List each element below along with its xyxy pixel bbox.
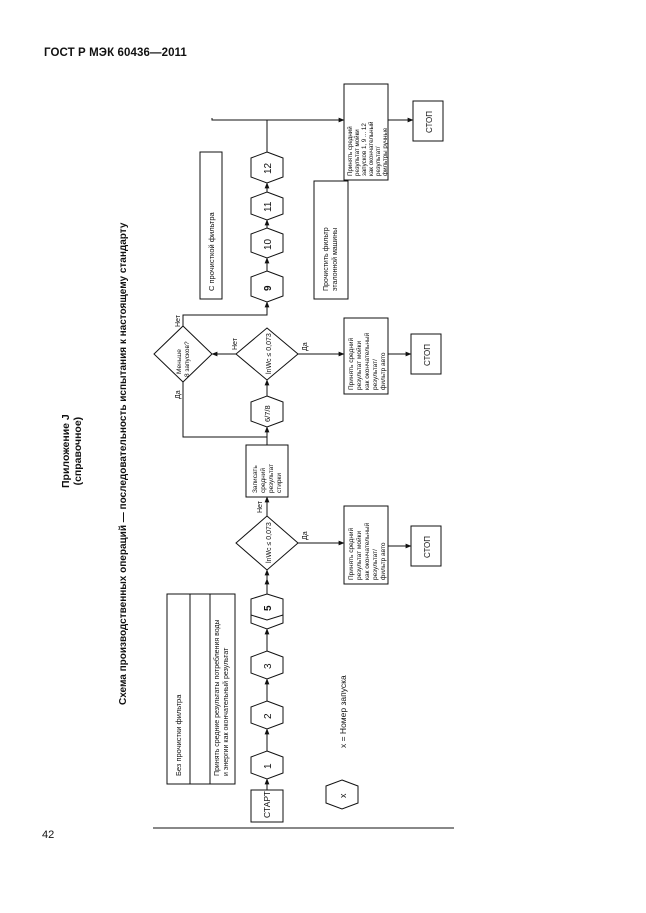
stop-3: СТОП <box>412 100 444 142</box>
connectors <box>153 117 454 829</box>
group1-note-line1: Принять средние результаты потребления в… <box>213 619 221 776</box>
stop-2-label: СТОП <box>423 344 432 366</box>
accept-3-line3: запусков 1, 9 ... 12 <box>361 123 368 176</box>
start-node: СТАРТ <box>250 789 284 823</box>
run-1: 1 <box>250 750 284 780</box>
run-11: 11 <box>250 191 284 221</box>
run-2-label: 2 <box>263 713 274 719</box>
run-12: 12 <box>250 151 284 184</box>
stop-1: СТОП <box>410 525 442 567</box>
run-678-label: 6/7/8 <box>263 405 272 422</box>
run-5: 5 <box>250 593 284 621</box>
group2-label: С прочисткой фильтра <box>207 212 216 291</box>
document-header: ГОСТ Р МЭК 60436—2011 <box>44 47 187 59</box>
stop-3-label: СТОП <box>425 111 434 133</box>
group2-note-line1: Прочистить фильтр <box>323 227 330 291</box>
accept-3-line1: Принять средний <box>347 126 354 176</box>
run-10: 10 <box>250 227 284 259</box>
group2-frame: С прочисткой фильтра Прочистить фильтр э… <box>199 151 349 300</box>
accept-1-line1: Принять средний <box>347 527 355 580</box>
record-line2: средний <box>259 468 267 493</box>
run-1-label: 1 <box>263 763 274 769</box>
group1-frame: Без прочистки фильтра Принять средние ре… <box>166 593 236 785</box>
decision-3-no: Нет <box>175 314 182 327</box>
record-line1: Записать <box>252 465 259 493</box>
record-node: Записать средний результат стирки <box>245 444 289 498</box>
decision-1-label: lnWc ≤ 0,073 <box>266 522 273 563</box>
run-3-label: 3 <box>263 663 274 669</box>
group1-label: Без прочистки фильтра <box>174 694 183 776</box>
run-10-label: 10 <box>263 238 274 250</box>
run-2: 2 <box>250 700 284 730</box>
record-line4: стирки <box>276 473 283 493</box>
decision-3-line2: 8 запусков? <box>184 341 191 377</box>
accept-3: Принять средний результат мойки запусков… <box>343 83 389 181</box>
accept-1-line5: фильтр авто <box>380 542 387 580</box>
start-label: СТАРТ <box>262 791 272 818</box>
legend-text: x = Номер запуска <box>338 675 348 748</box>
accept-2-line5: фильтр авто <box>380 352 387 390</box>
group2-note-line2: эталонной машины <box>331 228 339 291</box>
decision-3-yes: Да <box>175 390 182 399</box>
decision-2: lnWc ≤ 0,073 Да Нет <box>232 327 309 381</box>
accept-1: Принять средний результат мойки как окон… <box>343 505 389 585</box>
stop-2: СТОП <box>410 333 442 375</box>
accept-3-line5: результат/ <box>375 146 382 176</box>
legend: x x = Номер запуска <box>325 675 359 810</box>
run-9: 9 <box>250 270 284 303</box>
decision-1: lnWc ≤ 0,073 Да Нет <box>235 500 309 571</box>
decision-1-no: Нет <box>257 500 264 513</box>
decision-2-label: lnWc ≤ 0,073 <box>266 333 273 374</box>
accept-2-line3: как окончательный <box>363 332 371 390</box>
accept-3-line6: фильтры ручные <box>382 127 389 176</box>
accept-2-line2: результат мойки <box>355 341 363 390</box>
stop-1-label: СТОП <box>423 536 432 558</box>
run-3: 3 <box>250 650 284 680</box>
accept-1-line4: результат/ <box>372 549 379 580</box>
accept-3-line2: результат мойки <box>354 129 361 176</box>
record-line3: результат <box>268 464 275 493</box>
decision-2-yes: Да <box>302 342 309 351</box>
page-number: 42 <box>42 829 55 841</box>
decision-3-line1: Меньше <box>176 349 183 374</box>
run-5-label: 5 <box>263 605 274 611</box>
accept-1-line3: как окончательный <box>363 522 371 580</box>
accept-2: Принять средний результат мойки как окон… <box>343 317 389 395</box>
accept-2-line4: результат/ <box>372 359 379 390</box>
run-9-label: 9 <box>263 285 274 291</box>
accept-3-line4: как окончательный <box>368 121 375 176</box>
legend-symbol: x <box>338 793 348 798</box>
decision-2-no: Нет <box>232 337 239 350</box>
group1-note-line2: и энергии как окончательный результат <box>222 647 230 776</box>
run-12-label: 12 <box>263 162 274 174</box>
run-11-label: 11 <box>263 201 274 212</box>
decision-3: Меньше 8 запусков? Да Нет <box>153 314 213 399</box>
accept-2-line1: Принять средний <box>347 337 355 390</box>
run-678: 6/7/8 <box>250 395 284 428</box>
accept-1-line2: результат мойки <box>355 531 363 580</box>
decision-1-yes: Да <box>302 531 309 540</box>
